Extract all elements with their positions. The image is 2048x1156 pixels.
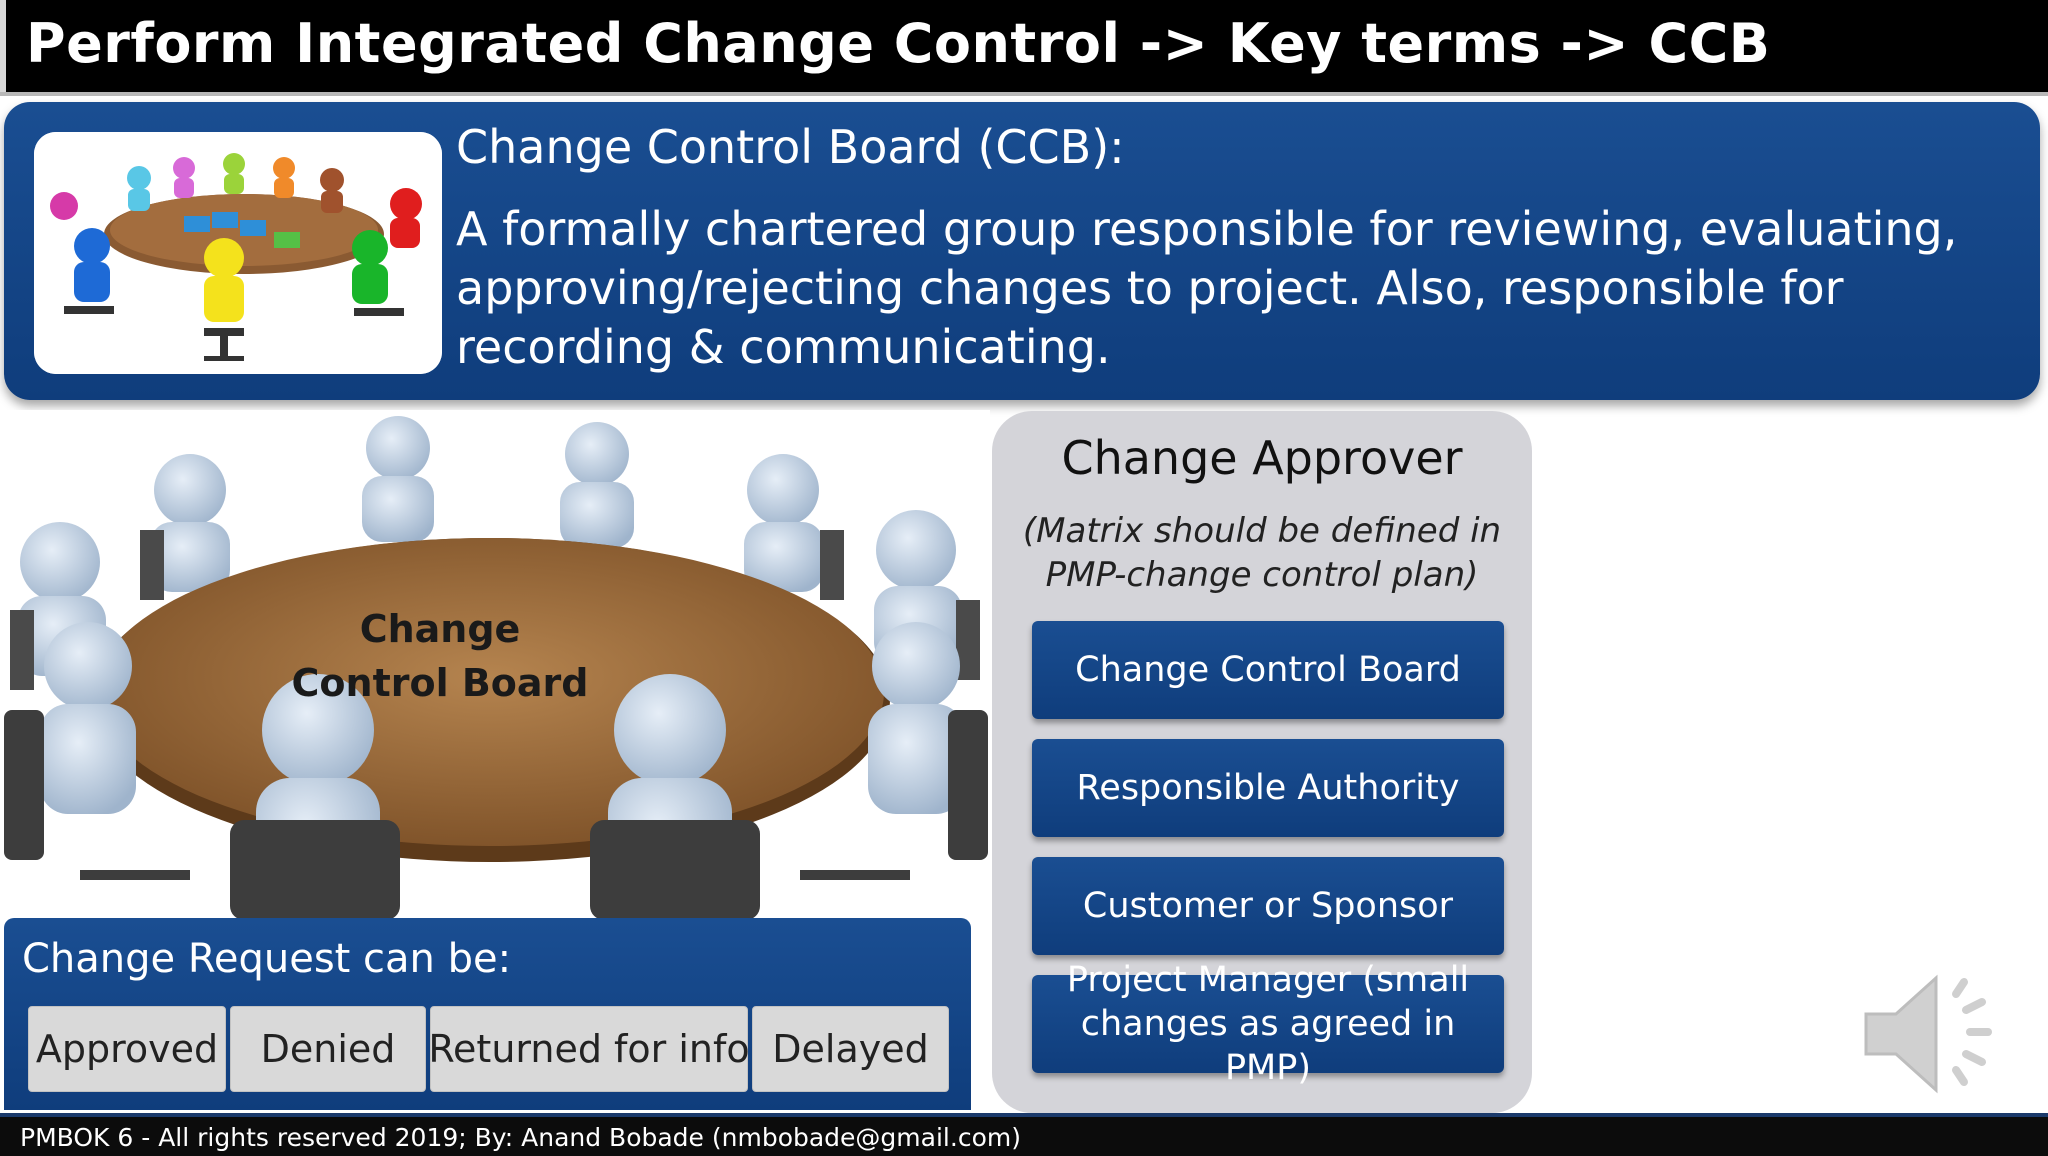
change-request-panel: Change Request can be: Approved Denied R…	[4, 918, 971, 1110]
title-bar: Perform Integrated Change Control -> Key…	[0, 0, 2048, 96]
approver-project-manager: Project Manager (small changes as agreed…	[1032, 960, 1504, 1088]
title-bar-edge	[0, 0, 6, 92]
approver-responsible-authority: Responsible Authority	[1032, 739, 1504, 837]
definition-panel: Change Control Board (CCB): A formally c…	[4, 102, 2040, 400]
definition-heading: Change Control Board (CCB):	[456, 120, 1125, 174]
approver-ccb: Change Control Board	[1032, 621, 1504, 719]
option-returned-for-info: Returned for info	[428, 1006, 750, 1092]
option-denied: Denied	[230, 1006, 426, 1092]
slide-title: Perform Integrated Change Control -> Key…	[26, 12, 1771, 75]
change-request-title: Change Request can be:	[22, 936, 512, 982]
footer-bar: PMBOK 6 - All rights reserved 2019; By: …	[0, 1113, 2048, 1156]
approver-customer-or-sponsor: Customer or Sponsor	[1032, 857, 1504, 955]
speaker-icon[interactable]	[1856, 964, 2006, 1104]
change-approver-panel: Change Approver (Matrix should be define…	[992, 411, 1532, 1113]
meeting-photo	[34, 132, 442, 374]
change-approver-title: Change Approver	[1061, 431, 1463, 485]
meeting-illustration	[0, 410, 990, 920]
option-delayed: Delayed	[752, 1006, 949, 1092]
change-approver-subtitle: (Matrix should be defined in PMP-change …	[1022, 511, 1502, 595]
meeting-table-label: Change Control Board	[291, 607, 589, 705]
definition-body: A formally chartered group responsible f…	[456, 202, 1958, 374]
option-approved: Approved	[28, 1006, 226, 1092]
footer-credits: PMBOK 6 - All rights reserved 2019; By: …	[20, 1123, 1021, 1152]
